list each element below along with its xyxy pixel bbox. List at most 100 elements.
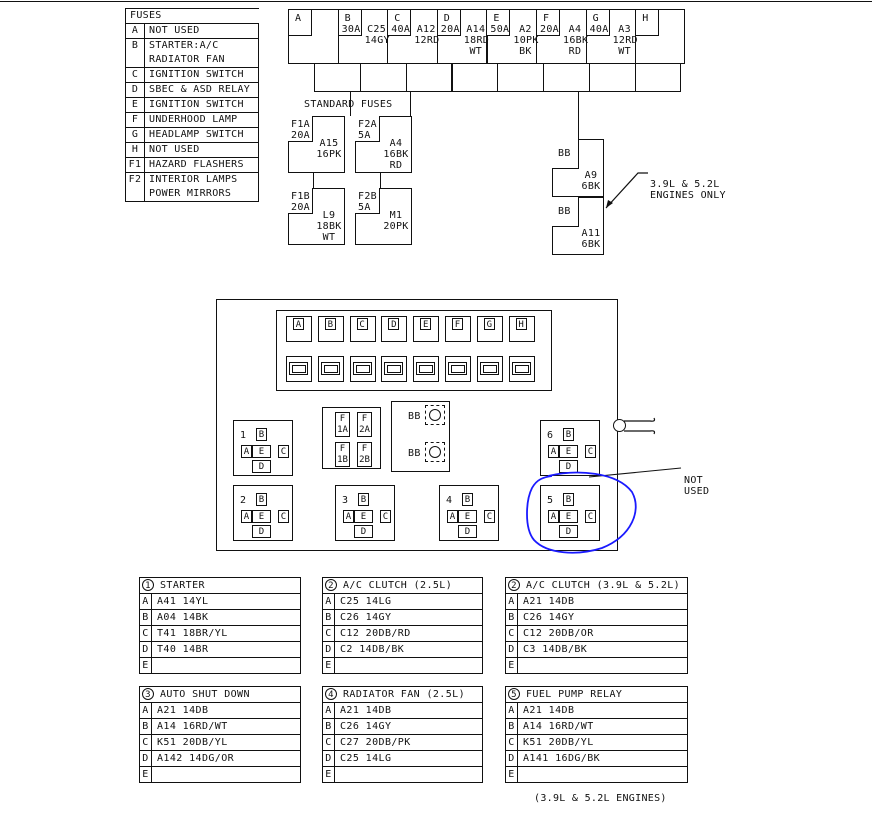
relay-table-title: A/C CLUTCH (3.9L & 5.2L) [526, 580, 681, 591]
relay-table-pin: C [505, 734, 518, 751]
maxi-fuse-tab-b [337, 9, 362, 36]
pdc-lower-slot-inner [289, 362, 308, 375]
maxi-fuse-wire: WT [469, 46, 483, 57]
std-fuse-wire: A15 [319, 138, 339, 149]
relay-pin: B [563, 493, 574, 506]
circuit-breaker-id: BB [558, 148, 571, 159]
maxi-fuse-letter: E [493, 13, 500, 24]
relay-table-wire: A21 14DB [517, 702, 688, 719]
relay-table-wire: C26 14GY [334, 609, 483, 626]
relay-table-pin: A [322, 593, 335, 610]
relay-table-pin: E [322, 766, 335, 783]
relay-pin: E [252, 445, 271, 458]
side-connector-lines [624, 417, 656, 435]
relay-pin: D [354, 525, 373, 538]
maxi-fuse-wire: A2 [519, 24, 532, 35]
fuse-legend-desc: SBEC & ASD RELAY [144, 82, 259, 98]
pdc-lower-slot-inner [416, 362, 436, 375]
pdc-maxi-slot-label: D [388, 318, 400, 330]
bus-divider [451, 63, 453, 92]
relay-table-wire: C2 14DB/BK [334, 641, 483, 658]
relay-table-title: A/C CLUTCH (2.5L) [343, 580, 453, 591]
pdc-lower-slot [317, 356, 344, 382]
pdc-lower-slot-inner [511, 362, 531, 375]
maxi-fuse-letter: B [344, 13, 351, 24]
pdc-bb2-terminal [425, 442, 445, 462]
std-fuse-tab [355, 188, 380, 214]
bus-divider [405, 63, 407, 92]
engines-footnote: (3.9L & 5.2L ENGINES) [534, 793, 667, 804]
maxi-divider [486, 9, 488, 64]
maxi-fuse-wire: A12 [416, 24, 436, 35]
std-fuse-wire: L9 [322, 210, 336, 221]
relay-5-highlight-circle [526, 471, 637, 554]
relay-table-wire: C25 14LG [334, 593, 483, 610]
bus-drop-left [350, 92, 352, 116]
bus-drop-right [410, 92, 412, 116]
fuse-legend-key: H [125, 142, 145, 158]
relay-table-number: 4 [325, 688, 337, 700]
relay-table-row: E [139, 657, 301, 674]
std-fuse-wire: RD [389, 160, 403, 171]
maxi-fuse-amp: 30A [341, 24, 361, 35]
relay-table-wire: A41 14YL [151, 593, 301, 610]
relay-table-wire: C12 20DB/OR [517, 625, 688, 642]
fuse-legend-key: C [125, 67, 145, 83]
fuse-legend-desc: IGNITION SWITCH [144, 97, 259, 113]
maxi-fuse-letter: A [295, 13, 302, 24]
fuse-legend-row: RADIATOR FAN [125, 53, 259, 68]
std-fuse-amp: 20A [291, 202, 310, 213]
relay-table-pin: A [139, 593, 152, 610]
relay-table-pin: A [322, 702, 335, 719]
pdc-maxi-slot-label: H [515, 318, 527, 330]
maxi-fuse-amp: 40A [391, 24, 411, 35]
relay-table-row: E [139, 766, 301, 783]
relay-table-wire [517, 766, 688, 783]
engines-only-leader [605, 172, 648, 209]
maxi-fuse-amp: 20A [540, 24, 559, 35]
relay-pin: C [380, 510, 391, 523]
pdc-bb1-stud [429, 409, 441, 421]
std-fuse-wire: WT [322, 232, 336, 243]
std-fuse-id: F2A [358, 119, 377, 130]
standard-fuses-label: STANDARD FUSES [304, 99, 393, 110]
fuse-legend-title: FUSES [125, 8, 259, 24]
std-fuse-link [380, 173, 382, 188]
relay-table-wire: C27 20DB/PK [334, 734, 483, 751]
relay-table-wire: K51 20DB/YL [151, 734, 301, 751]
pdc-maxi-slot-label: C [356, 318, 368, 330]
side-connector [613, 419, 626, 432]
fuse-legend-key: F [125, 112, 145, 128]
maxi-fuse-wire: 14GY [364, 35, 390, 46]
relay-table-wire [334, 766, 483, 783]
maxi-fuse-tab-f [536, 9, 560, 36]
relay-pin: B [256, 493, 267, 506]
pdc-lower-slot-inner [320, 362, 340, 375]
pdc-std-fuse-slot: F 2A [357, 412, 372, 437]
relay-table-wire: K51 20DB/YL [517, 734, 688, 751]
relay-pin: E [458, 510, 477, 523]
maxi-fuse-wire: A3 [618, 24, 631, 35]
std-fuse-wire: M1 [389, 210, 403, 221]
relay-table-wire: A21 14DB [517, 593, 688, 610]
relay-table-title: FUEL PUMP RELAY [526, 689, 623, 700]
maxi-fuse-wire: A4 [568, 24, 582, 35]
circuit-breaker-wire: 6BK [581, 239, 601, 250]
pdc-bb2-label: BB [408, 448, 421, 459]
not-used-note: NOT USED [684, 464, 709, 497]
